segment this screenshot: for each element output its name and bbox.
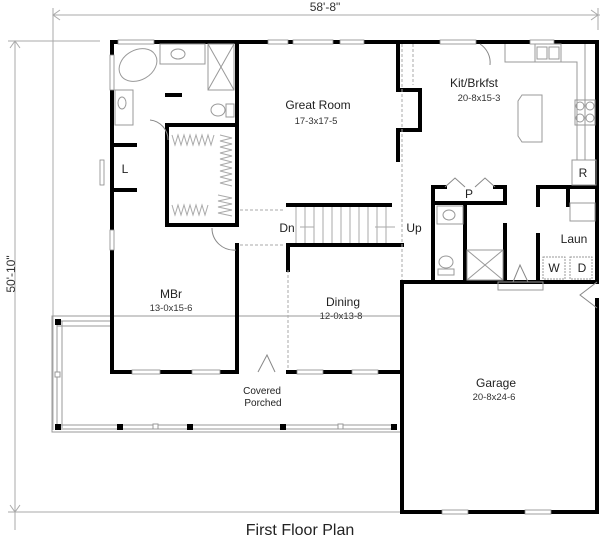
room-size-mbr: 13-0x15-6 <box>149 303 193 314</box>
windows <box>99 39 555 515</box>
plan-title: First Floor Plan <box>245 522 355 539</box>
room-label-dining: Dining <box>325 295 361 309</box>
dryer-label: D <box>577 261 587 275</box>
porch-posts <box>55 319 397 430</box>
pantry-label: P <box>464 187 474 201</box>
room-size-garage: 20-8x24-6 <box>472 392 516 403</box>
fixtures <box>114 43 598 373</box>
room-size-dining: 12-0x13-8 <box>319 311 363 322</box>
overall-width-dimension: 58'-8" <box>309 0 341 14</box>
linen-closet-label: L <box>121 162 129 176</box>
room-size-kitchen: 20-8x15-3 <box>457 93 501 104</box>
room-label-laundry: Laun <box>560 232 588 246</box>
room-size-great-room: 17-3x17-5 <box>294 116 338 127</box>
stairs-up-label: Up <box>406 221 422 235</box>
room-label-garage: Garage <box>475 376 517 390</box>
room-label-covered-porch-line2: Porched <box>244 398 282 409</box>
room-label-mbr: MBr <box>160 287 182 301</box>
refrigerator-label: R <box>578 166 588 180</box>
overall-depth-dimension: 50'-10" <box>4 255 18 293</box>
washer-label: W <box>548 261 560 275</box>
room-label-kitchen: Kit/Brkfst <box>449 76 499 90</box>
room-label-covered-porch: Covered <box>243 386 281 397</box>
stairs-down-label: Dn <box>279 221 295 235</box>
room-label-great-room: Great Room <box>285 98 351 112</box>
dimension-lines <box>8 8 600 530</box>
walls <box>110 40 599 514</box>
